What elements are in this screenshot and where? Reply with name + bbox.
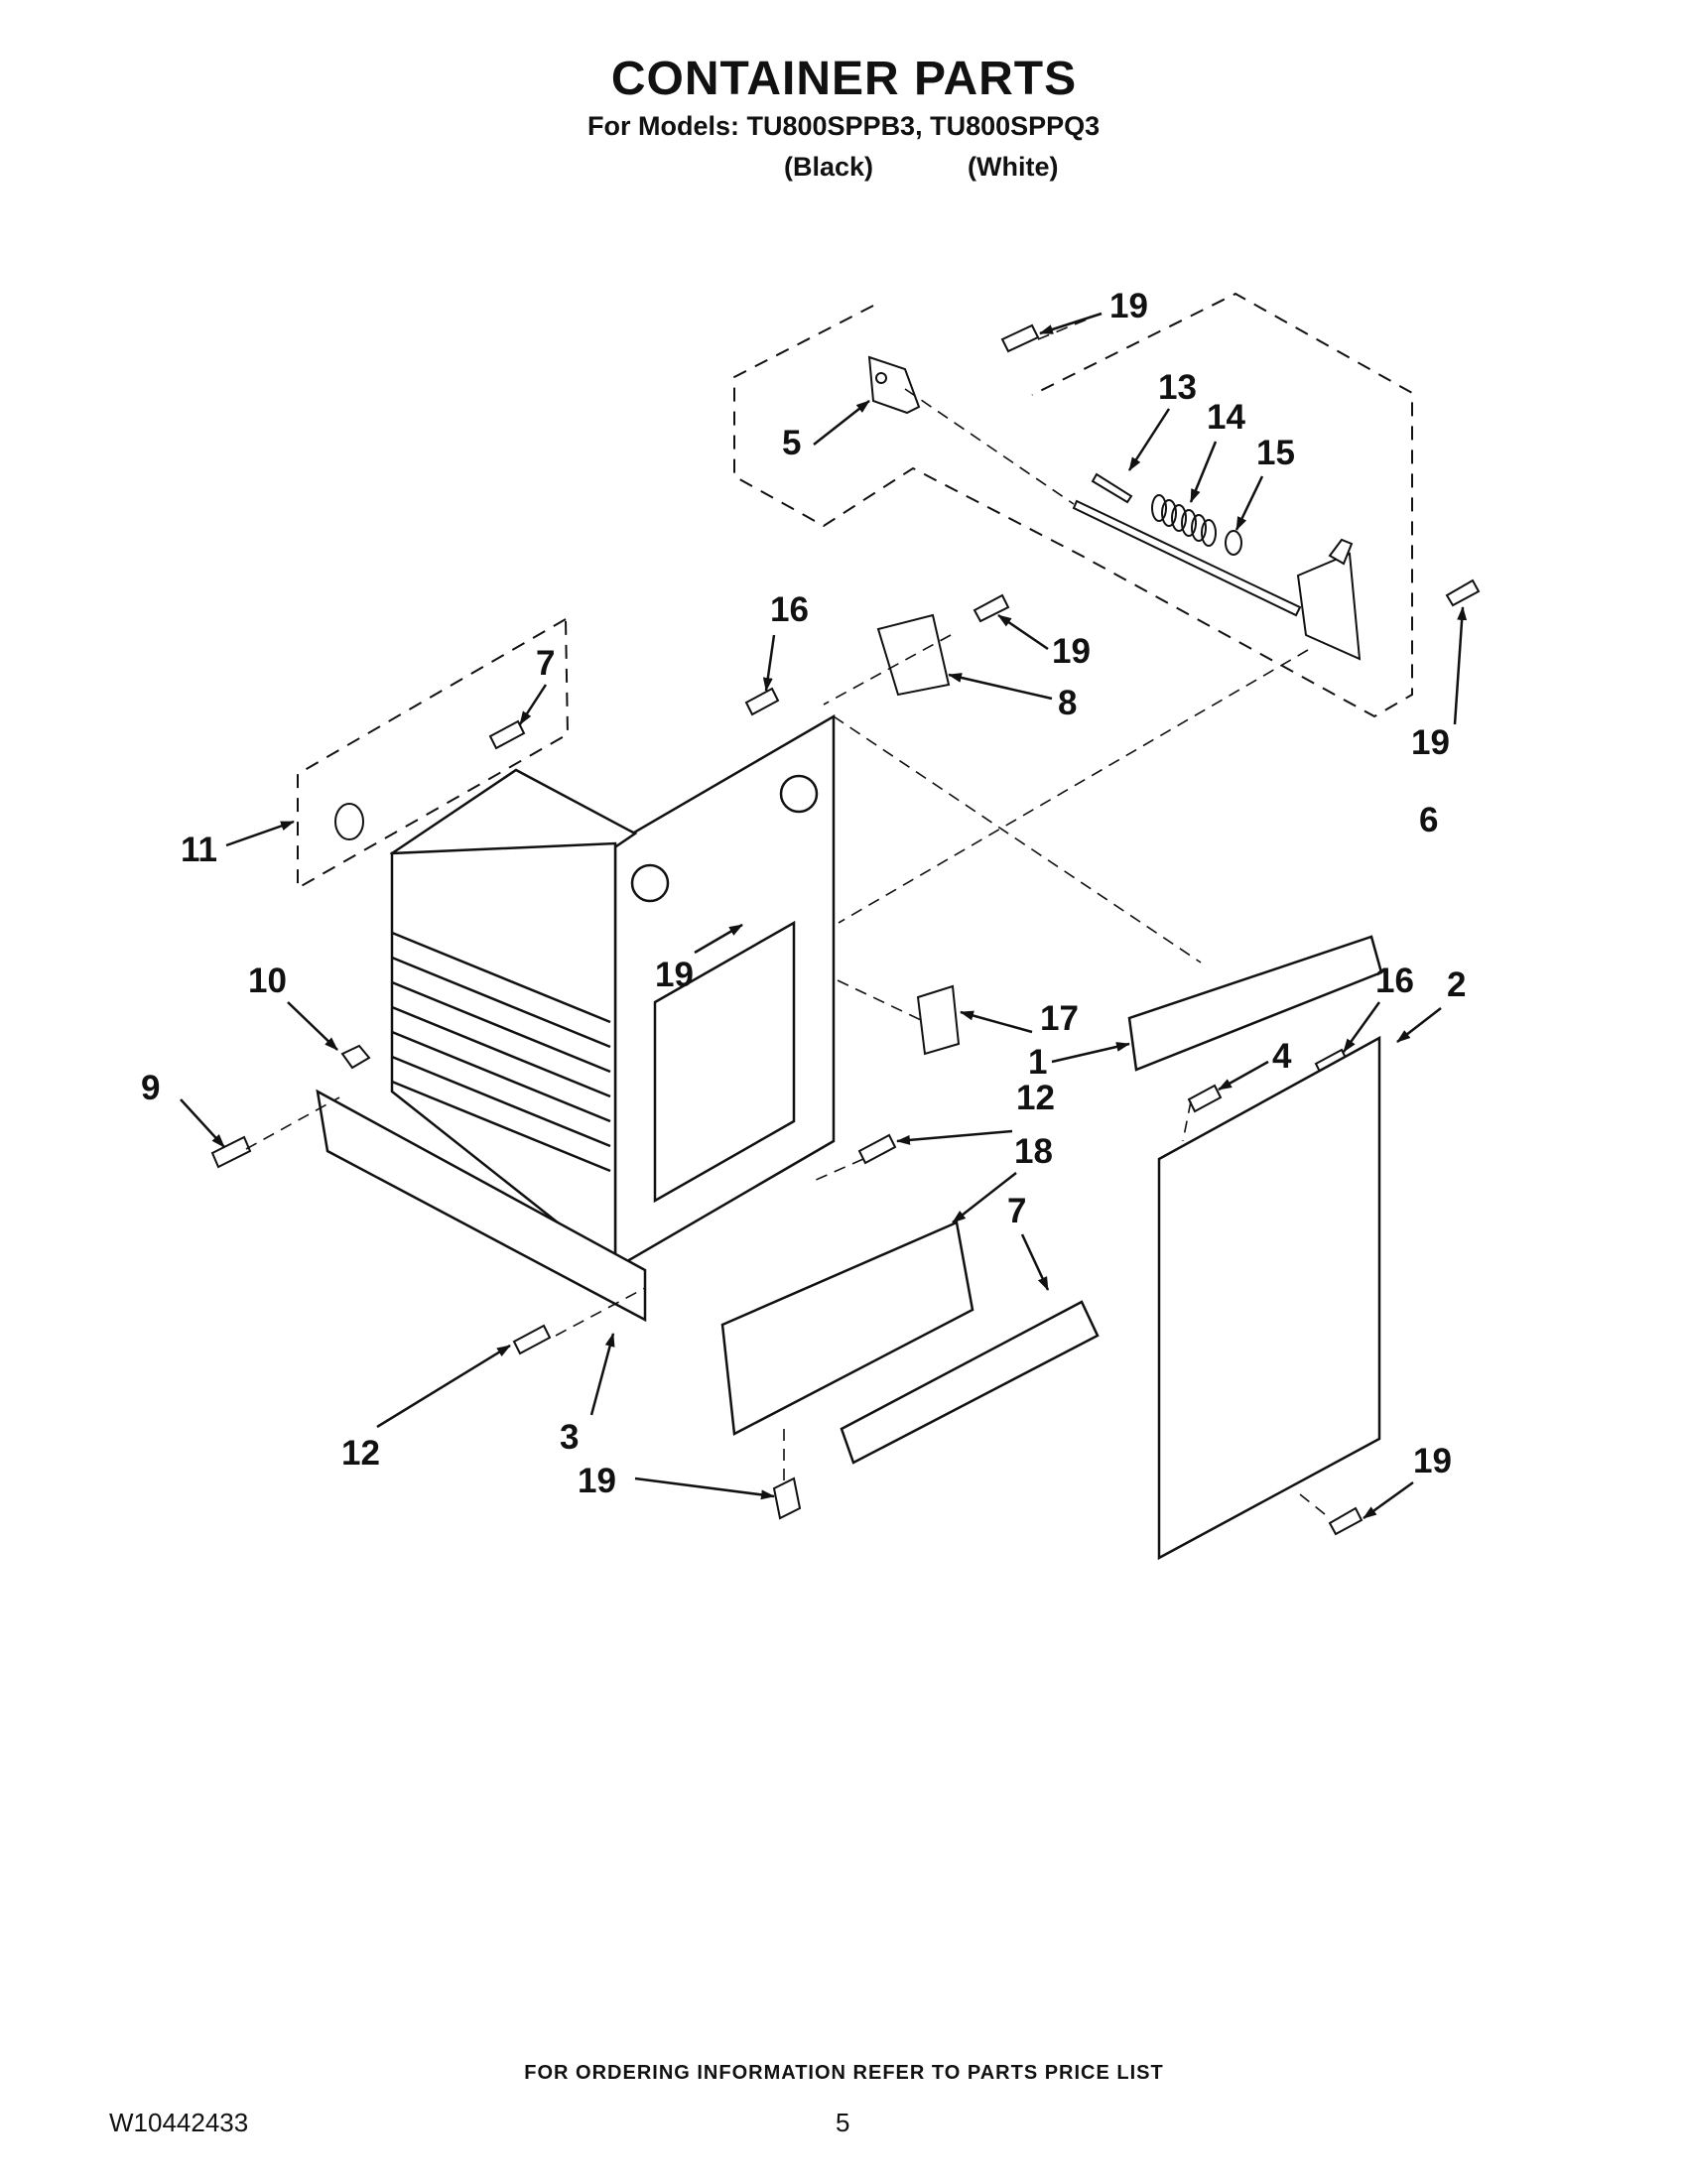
container-body <box>316 713 836 1323</box>
screw-19-top <box>1000 323 1040 353</box>
callout-8: 8 <box>1058 684 1077 722</box>
callout-19b: 19 <box>1052 632 1091 671</box>
callout-3: 3 <box>560 1418 579 1457</box>
callout-16a: 16 <box>770 590 809 629</box>
screw-19-hinge <box>973 593 1010 623</box>
hinge-bracket-top <box>867 355 921 415</box>
callout-13: 13 <box>1158 368 1197 407</box>
callout-14: 14 <box>1207 398 1245 437</box>
callout-4: 4 <box>1272 1037 1292 1076</box>
callout-7a: 7 <box>536 644 555 683</box>
callout-16b: 16 <box>1375 962 1414 1000</box>
container-ribs <box>391 931 611 1173</box>
screw-12-left <box>512 1324 552 1355</box>
nut-10 <box>340 1044 371 1070</box>
callout-19c: 19 <box>1411 723 1450 762</box>
bumper-11 <box>334 803 364 840</box>
screw-4 <box>1187 1084 1223 1113</box>
document-number: W10442433 <box>109 2108 249 2137</box>
screws <box>210 323 1481 1536</box>
top-trim-1 <box>1127 935 1383 1072</box>
callout-19f: 19 <box>1413 1442 1452 1480</box>
hinge-bracket-bottom <box>1296 552 1362 661</box>
screw-9 <box>210 1135 252 1169</box>
container-base-rail-3 <box>316 1089 647 1323</box>
container-wheel-left <box>630 863 670 903</box>
hinge-washer-15 <box>1225 530 1242 556</box>
container-window <box>653 920 796 1204</box>
ordering-note: FOR ORDERING INFORMATION REFER TO PARTS … <box>524 2062 1164 2084</box>
callout-2: 2 <box>1447 965 1466 1004</box>
callout-19a: 19 <box>1109 287 1148 325</box>
hinge-hole <box>875 372 887 384</box>
callout-labels: 19 5 13 14 15 19 8 16 7 19 6 11 19 10 9 … <box>141 287 1466 1500</box>
callout-1: 1 <box>1028 1043 1047 1082</box>
door-panel-2 <box>1157 1035 1381 1561</box>
screw-19-bottom <box>772 1477 802 1520</box>
callout-17: 17 <box>1040 999 1079 1038</box>
callout-19e: 19 <box>578 1462 616 1500</box>
callout-9: 9 <box>141 1069 160 1107</box>
callout-18: 18 <box>1014 1132 1053 1171</box>
callout-15: 15 <box>1256 434 1295 472</box>
page-number: 5 <box>836 2108 850 2137</box>
screw-19-door <box>1328 1506 1363 1536</box>
callout-7b: 7 <box>1007 1192 1026 1230</box>
dashed-outlines <box>297 292 1413 890</box>
screw-16-top <box>744 687 780 716</box>
leader-lines <box>245 317 1331 1519</box>
hinge-assembly <box>867 355 1362 661</box>
variant-black-label: (Black) <box>784 152 874 182</box>
screw-12-right <box>857 1133 897 1165</box>
callout-19d: 19 <box>655 956 694 994</box>
callout-12a: 12 <box>1016 1079 1055 1117</box>
variant-white-label: (White) <box>968 152 1059 182</box>
hinge-pin-13 <box>1091 472 1133 504</box>
callout-12b: 12 <box>341 1434 380 1473</box>
hinge-rod <box>1072 499 1302 617</box>
kickplate-18 <box>720 1220 974 1436</box>
callout-11: 11 <box>181 831 217 869</box>
callout-5: 5 <box>782 424 801 462</box>
group-outline-11 <box>297 618 570 890</box>
callout-arrows <box>180 312 1468 1520</box>
screw-7 <box>488 719 526 750</box>
container-wheel-right <box>779 774 819 814</box>
callout-6: 6 <box>1419 801 1438 839</box>
screw-19-right <box>1445 578 1481 607</box>
callout-10: 10 <box>248 962 287 1000</box>
hinge-spring-14 <box>1151 494 1217 547</box>
hinge-tab <box>1328 538 1354 566</box>
handle-7 <box>840 1300 1100 1465</box>
models-line: For Models: TU800SPPB3, TU800SPPQ3 <box>587 111 1101 141</box>
strike-17 <box>916 984 961 1056</box>
page-title: CONTAINER PARTS <box>610 53 1078 105</box>
trim-parts <box>720 935 1383 1561</box>
group-outline-6 <box>733 292 1413 718</box>
